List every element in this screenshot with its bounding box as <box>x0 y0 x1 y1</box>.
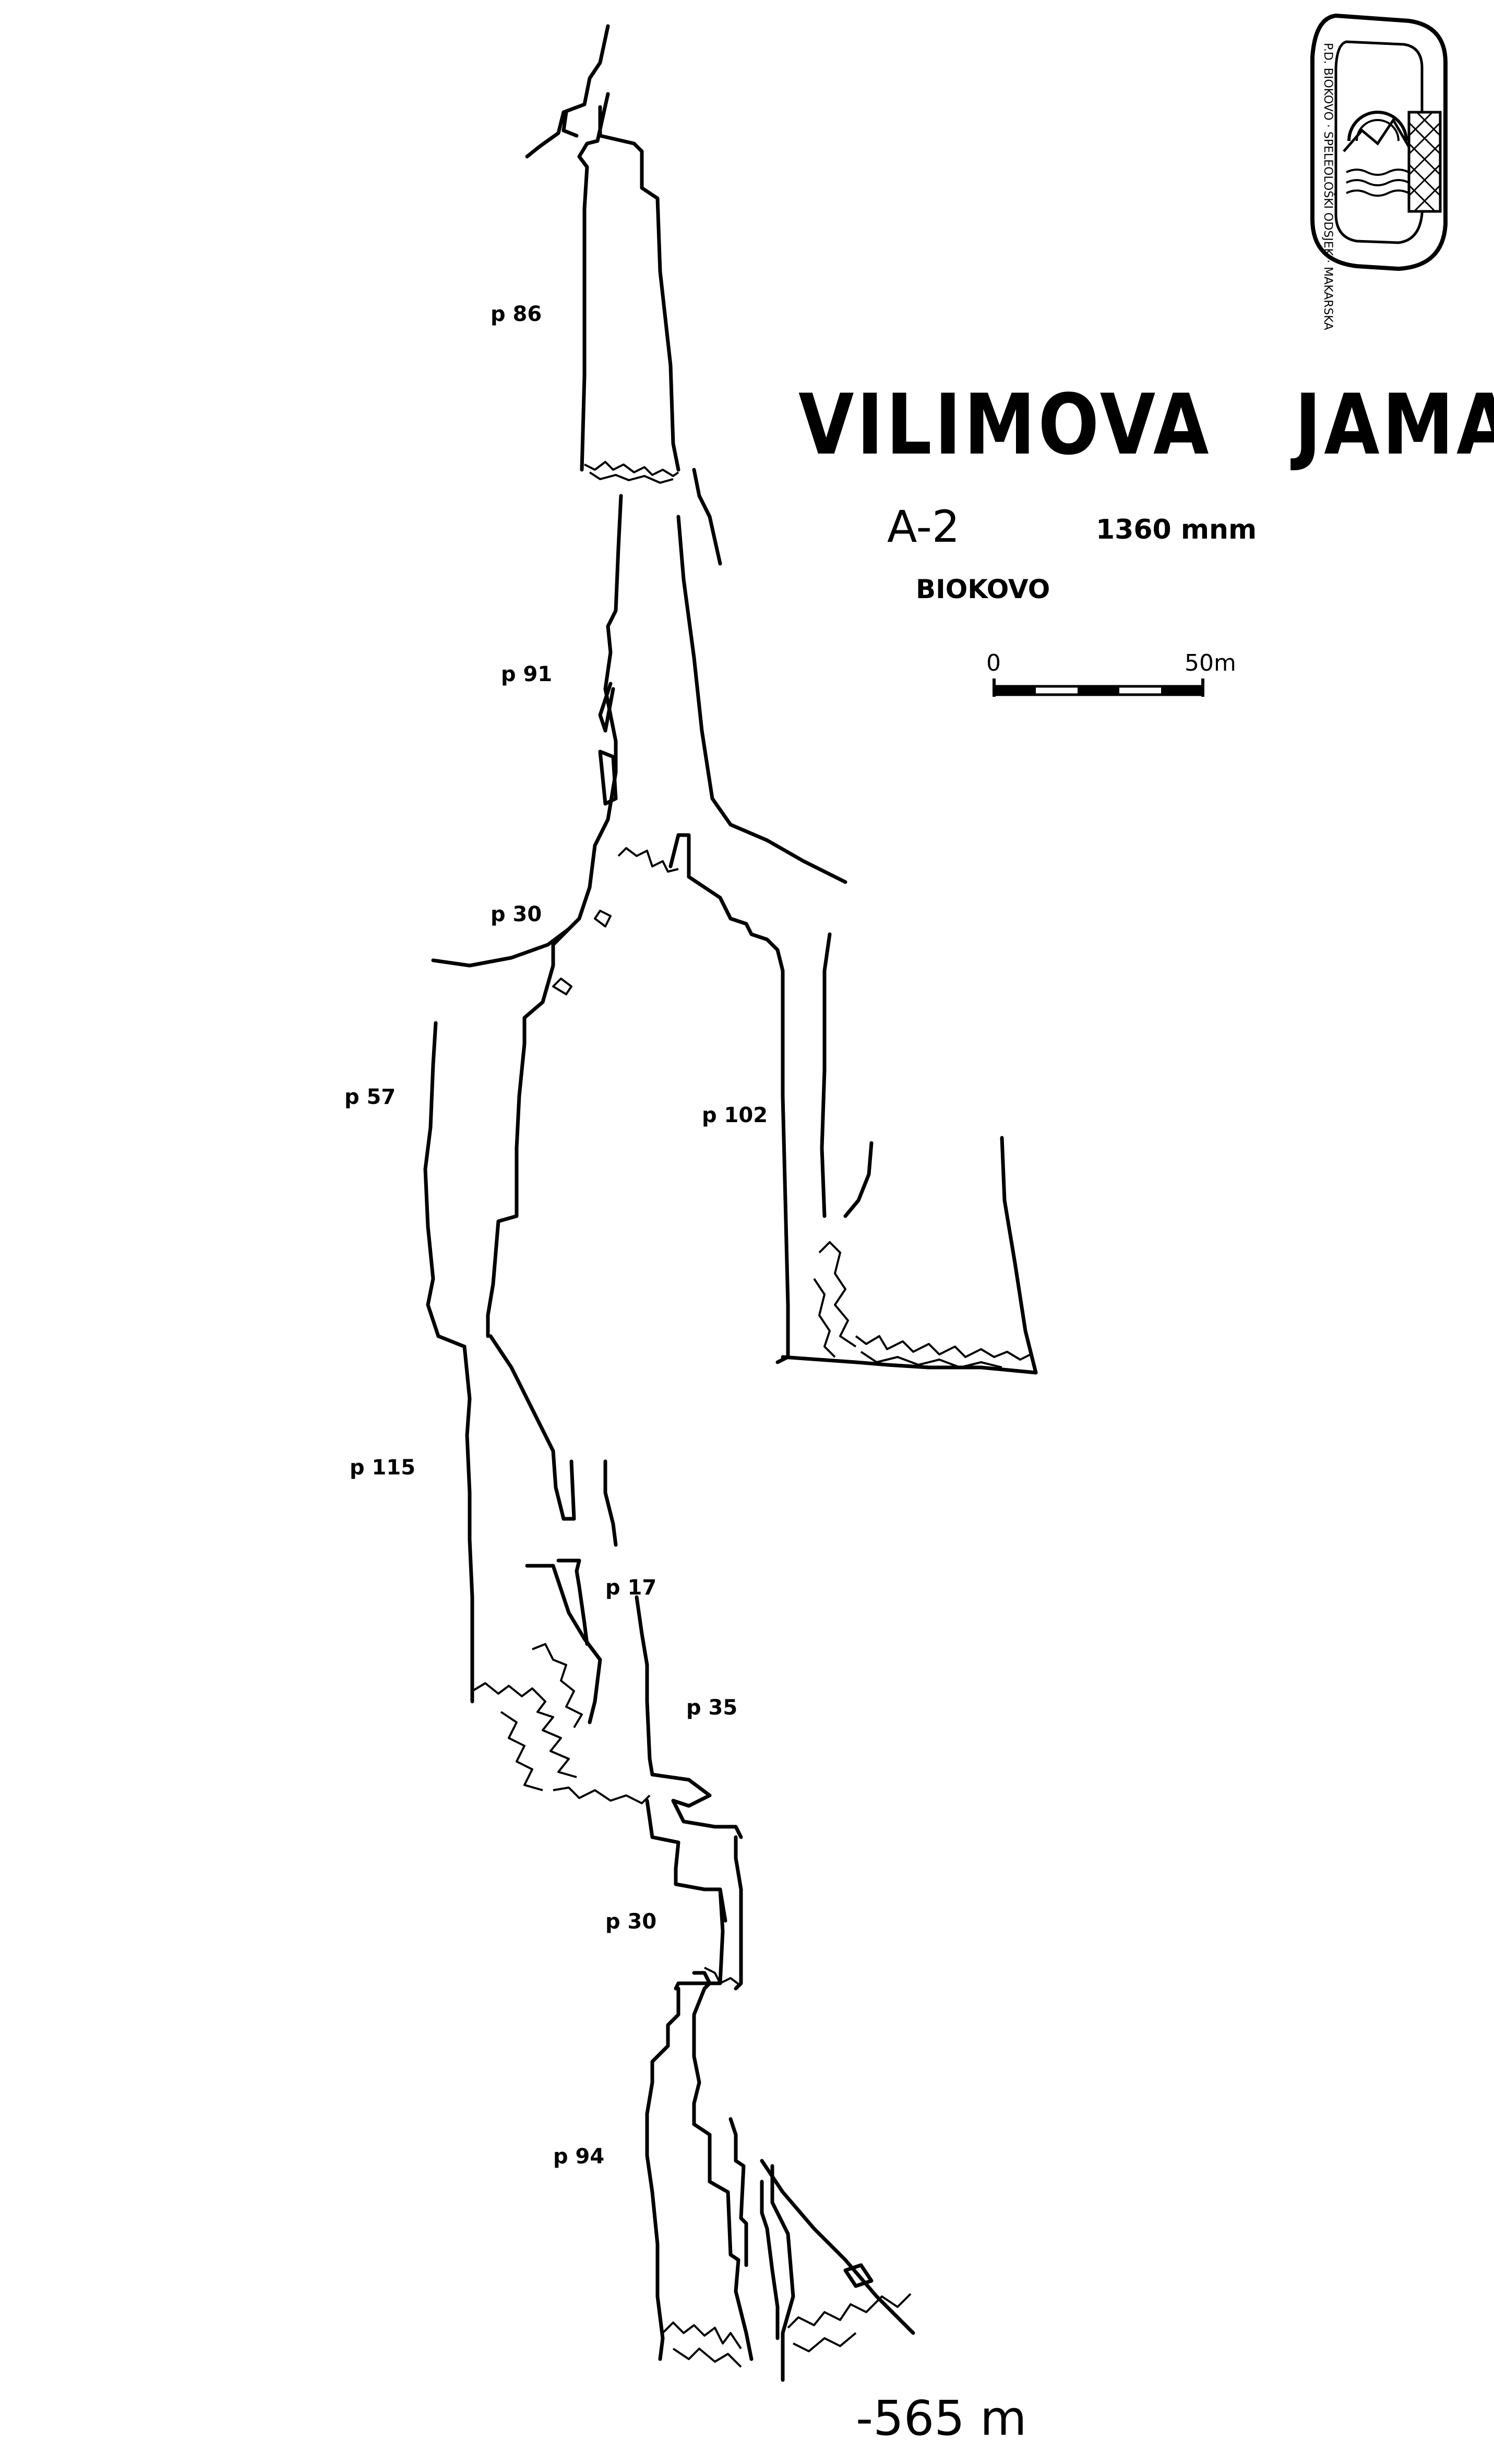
final-depth-label: -565 m <box>856 2390 1027 2446</box>
pitch-label: p 91 <box>501 662 552 686</box>
seal-text: P.D. BIOKOVO · SPELEOLOŠKI ODSJEK · MAKA… <box>1321 43 1335 330</box>
pitch-label: p 35 <box>686 1696 737 1720</box>
club-seal-logo: P.D. BIOKOVO · SPELEOLOŠKI ODSJEK · MAKA… <box>1310 13 1448 330</box>
pitch-label: p 30 <box>605 1910 656 1934</box>
pitch-label: p 30 <box>491 902 542 926</box>
cave-name-title: VILIMOVA JAMA <box>798 376 1494 473</box>
pitch-label: p 57 <box>344 1085 396 1109</box>
region-label: BIOKOVO <box>916 574 1050 604</box>
altitude-label: 1360 mnm <box>1096 514 1257 545</box>
cave-code: A-2 <box>887 501 960 552</box>
scale-end-label: 50m <box>1185 650 1236 676</box>
pitch-label: p 86 <box>491 302 542 326</box>
rubble-deposits <box>471 461 1031 2368</box>
pitch-label: p 17 <box>605 1576 656 1600</box>
pitch-labels: p 86 p 91 p 30 p 57 p 102 p 115 p 17 p 3… <box>344 302 768 2169</box>
pitch-label: p 115 <box>350 1456 415 1480</box>
scale-start-label: 0 <box>986 650 1001 676</box>
pitch-label: p 94 <box>553 2145 604 2169</box>
pitch-label: p 102 <box>702 1103 768 1127</box>
scale-bar: 0 50m <box>986 650 1236 697</box>
cave-walls <box>423 24 1038 2382</box>
